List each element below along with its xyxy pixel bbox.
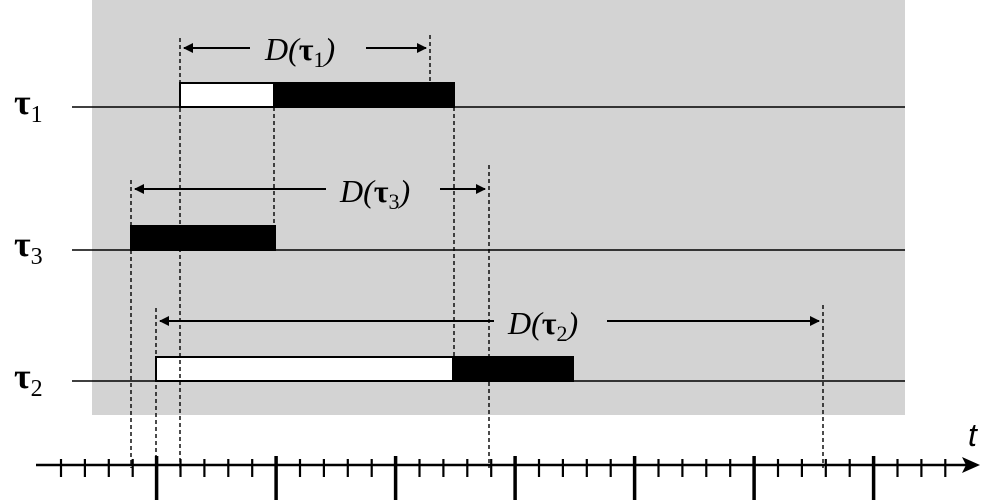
time-axis-arrowhead <box>962 457 980 473</box>
bar-tau3-black <box>130 225 276 251</box>
background-panel <box>92 0 905 415</box>
dashed-guides <box>130 35 824 468</box>
bar-tau1-black <box>273 82 455 108</box>
deadline-label-tau3: D(τ3) <box>339 173 410 214</box>
bar-tau2-white <box>155 356 454 382</box>
row-label-tau3: τ3 <box>14 224 43 270</box>
bar-tau1-white <box>179 82 275 108</box>
time-axis-label: t <box>968 417 978 453</box>
deadline-label-tau2: D(τ2) <box>507 305 578 346</box>
time-axis-ticks <box>59 456 947 500</box>
deadline-label-tau1: D(τ1) <box>264 31 335 72</box>
row-label-tau1: τ1 <box>14 82 43 128</box>
row-label-tau2: τ2 <box>14 356 43 402</box>
bar-tau2-black <box>452 356 574 382</box>
